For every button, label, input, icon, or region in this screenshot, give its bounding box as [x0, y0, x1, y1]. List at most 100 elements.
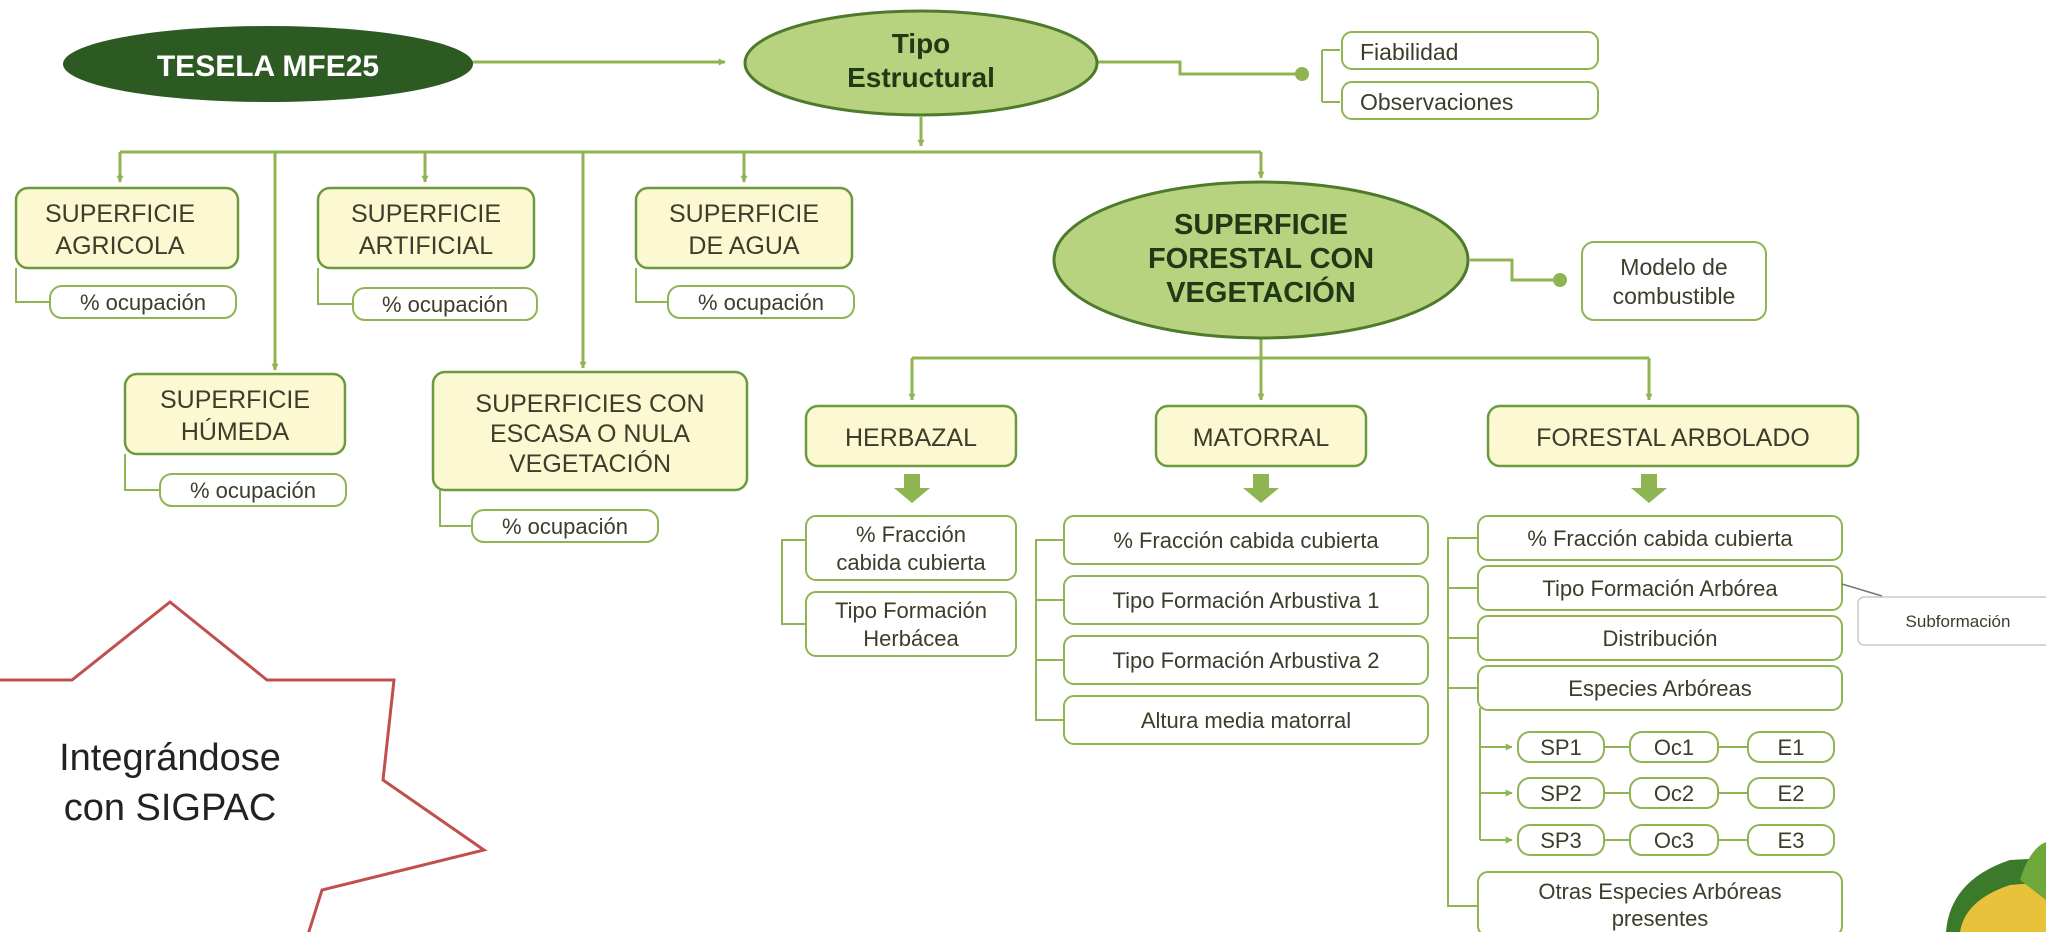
observaciones-box: Observaciones	[1341, 81, 1599, 120]
species-row-1: SP1 Oc1 E1	[1517, 731, 1835, 763]
agricola-ocupacion-pill: % ocupación	[49, 285, 237, 319]
matorral-item-fcc: % Fracción cabida cubierta	[1063, 515, 1429, 565]
root-node: TESELA MFE25	[63, 26, 473, 102]
escasa-pill-label: % ocupación	[502, 514, 628, 539]
species-oc: Oc3	[1654, 828, 1694, 853]
tipo-to-meta-connector	[1097, 60, 1302, 76]
herbazal-tipo-line2: Herbácea	[863, 626, 959, 651]
species-sp: SP3	[1540, 828, 1582, 853]
superficies-escasa-vegetacion-box: SUPERFICIES CON ESCASA O NULA VEGETACIÓN	[431, 370, 749, 492]
arbolado-item-formacion: Tipo Formación Arbórea	[1477, 565, 1843, 611]
agricola-line1: SUPERFICIE	[45, 200, 195, 228]
arbolado-item-distribucion: Distribución	[1477, 615, 1843, 661]
otras-especies-box: Otras Especies Arbóreas presentes	[1477, 871, 1843, 932]
herbazal-fcc-line2: cabida cubierta	[836, 550, 986, 575]
matorral-bracket	[1035, 539, 1064, 721]
escasa-line2: ESCASA O NULA	[490, 420, 690, 448]
logo-icon	[1946, 842, 2046, 932]
tipo-line1: Tipo	[892, 28, 951, 59]
species-e: E1	[1778, 735, 1805, 760]
subformacion-box[interactable]: Subformación	[1857, 596, 2046, 646]
humeda-pill-label: % ocupación	[190, 478, 316, 503]
superficie-forestal-node: SUPERFICIE FORESTAL CON VEGETACIÓN	[1052, 180, 1470, 340]
matorral-item-altura: Altura media matorral	[1063, 695, 1429, 745]
herbazal-fcc-box: % Fracción cabida cubierta	[805, 515, 1017, 581]
herbazal-tipo-line1: Tipo Formación	[835, 598, 987, 623]
artificial-line1: SUPERFICIE	[351, 200, 501, 228]
subformacion-connector	[1841, 583, 1883, 597]
fiabilidad-label: Fiabilidad	[1360, 39, 1458, 65]
matorral-item-label: Tipo Formación Arbustiva 1	[1113, 588, 1380, 613]
agricola-pill-label: % ocupación	[80, 290, 206, 315]
forestal-arbolado-box: FORESTAL ARBOLADO	[1486, 404, 1860, 468]
superficie-agricola-box: SUPERFICIE AGRICOLA	[14, 186, 240, 270]
species-oc: Oc2	[1654, 781, 1694, 806]
arbolado-item-label: % Fracción cabida cubierta	[1527, 526, 1793, 551]
species-sp: SP2	[1540, 781, 1582, 806]
star-line1: Integrándose	[59, 737, 281, 779]
arbolado-item-label: Distribución	[1603, 626, 1718, 651]
matorral-down-arrow	[1243, 474, 1279, 503]
meta-dot	[1295, 67, 1309, 81]
humeda-line2: HÚMEDA	[181, 417, 290, 446]
arbolado-item-fcc: % Fracción cabida cubierta	[1477, 515, 1843, 561]
arbolado-item-label: Especies Arbóreas	[1568, 676, 1751, 701]
agua-line1: SUPERFICIE	[669, 200, 819, 228]
artificial-line2: ARTIFICIAL	[359, 232, 493, 260]
agua-line2: DE AGUA	[688, 232, 799, 260]
escasa-line3: VEGETACIÓN	[509, 449, 671, 478]
matorral-label: MATORRAL	[1193, 424, 1330, 452]
species-oc: Oc1	[1654, 735, 1694, 760]
agua-ocupacion-pill: % ocupación	[667, 285, 855, 319]
species-row-3: SP3 Oc3 E3	[1517, 824, 1835, 856]
thick-arrows	[894, 474, 1667, 503]
matorral-item-label: % Fracción cabida cubierta	[1113, 528, 1379, 553]
matorral-item-label: Tipo Formación Arbustiva 2	[1113, 648, 1380, 673]
modelo-combustible-box: Modelo de combustible	[1581, 241, 1767, 321]
arbolado-label: FORESTAL ARBOLADO	[1536, 424, 1810, 452]
tipo-estructural-node: Tipo Estructural	[743, 9, 1099, 117]
herbazal-label: HERBAZAL	[845, 424, 977, 452]
matorral-item-arbustiva-2: Tipo Formación Arbustiva 2	[1063, 635, 1429, 685]
agricola-line2: AGRICOLA	[55, 232, 185, 260]
herbazal-down-arrow	[894, 474, 930, 503]
species-row-2: SP2 Oc2 E2	[1517, 777, 1835, 809]
otras-line2: presentes	[1612, 906, 1709, 931]
arbolado-item-especies: Especies Arbóreas	[1477, 665, 1843, 711]
subformacion-label: Subformación	[1906, 612, 2011, 631]
fiabilidad-box: Fiabilidad	[1341, 31, 1599, 70]
forestal-line2: FORESTAL CON	[1148, 243, 1374, 275]
superficie-agua-box: SUPERFICIE DE AGUA	[634, 186, 854, 270]
herbazal-tipo-box: Tipo Formación Herbácea	[805, 591, 1017, 657]
arbolado-bracket	[1447, 537, 1478, 907]
forestal-to-modelo-connector	[1470, 258, 1560, 282]
observaciones-label: Observaciones	[1360, 89, 1513, 115]
species-e: E2	[1778, 781, 1805, 806]
escasa-ocupacion-pill: % ocupación	[471, 509, 659, 543]
superficie-humeda-box: SUPERFICIE HÚMEDA	[123, 372, 347, 456]
tipo-line2: Estructural	[847, 62, 995, 93]
forestal-line1: SUPERFICIE	[1174, 209, 1348, 241]
species-sp: SP1	[1540, 735, 1582, 760]
matorral-item-arbustiva-1: Tipo Formación Arbustiva 1	[1063, 575, 1429, 625]
escasa-line1: SUPERFICIES CON	[475, 390, 704, 418]
forestal-line3: VEGETACIÓN	[1166, 275, 1356, 309]
arbolado-item-label: Tipo Formación Arbórea	[1542, 576, 1778, 601]
agua-pill-label: % ocupación	[698, 290, 824, 315]
star-line2: con SIGPAC	[64, 787, 277, 829]
connectors	[15, 49, 1748, 907]
star-callout[interactable]: Integrándose con SIGPAC	[0, 600, 488, 932]
arbolado-down-arrow	[1631, 474, 1667, 503]
modelo-line1: Modelo de	[1620, 254, 1727, 280]
artificial-ocupacion-pill: % ocupación	[352, 287, 538, 321]
superficie-artificial-box: SUPERFICIE ARTIFICIAL	[316, 186, 536, 270]
humeda-ocupacion-pill: % ocupación	[159, 473, 347, 507]
modelo-dot	[1553, 273, 1567, 287]
root-label: TESELA MFE25	[157, 50, 379, 83]
herbazal-bracket	[781, 539, 805, 625]
species-e: E3	[1778, 828, 1805, 853]
artificial-pill-label: % ocupación	[382, 292, 508, 317]
humeda-line1: SUPERFICIE	[160, 386, 310, 414]
otras-line1: Otras Especies Arbóreas	[1538, 879, 1781, 904]
